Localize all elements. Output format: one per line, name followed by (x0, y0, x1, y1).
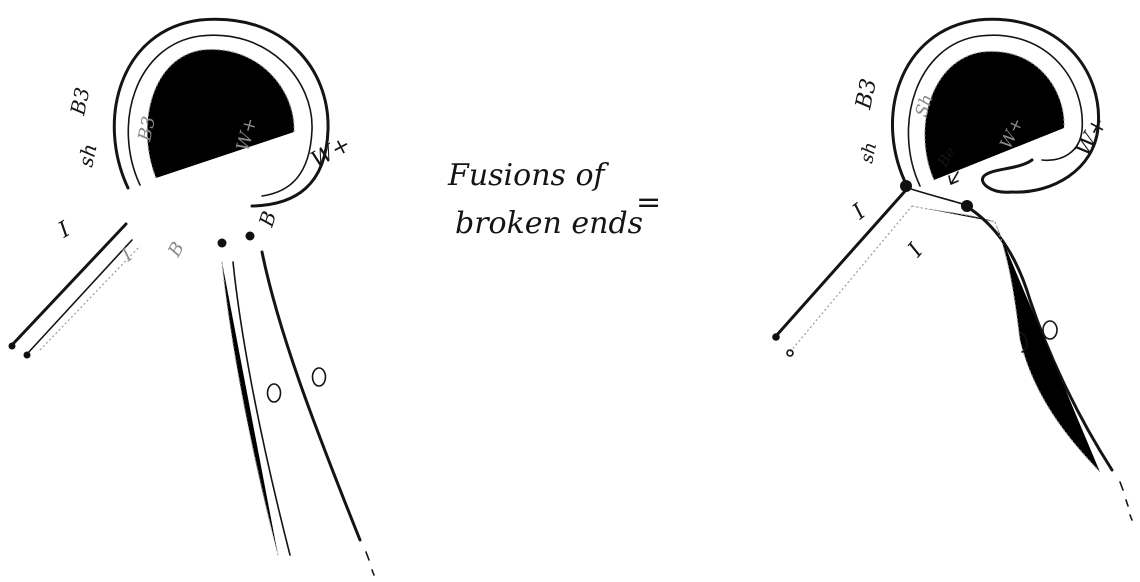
left-label-b3: B3 (65, 85, 94, 118)
caption-line-2: broken ends (455, 206, 643, 241)
right-be-arrow (948, 171, 959, 185)
left-label-sh: sh (73, 141, 101, 169)
left-centromere-2 (311, 367, 327, 387)
right-fusion-faint (911, 205, 996, 223)
right-label-b3: B3 (851, 77, 882, 113)
left-label-b: B (254, 208, 282, 230)
right-loop-outer (891, 17, 1101, 194)
right-loop-hook (981, 158, 1034, 194)
left-broken-end-dot-2 (245, 231, 255, 241)
left-label-wplus: W+ (307, 132, 355, 173)
right-loop-inner-faint (924, 50, 1065, 181)
right-arm-outer (774, 188, 908, 338)
left-inner-label-b3: B3 (134, 115, 160, 144)
left-inner-label-i: I (117, 244, 137, 266)
left-arm-end-dot-2 (23, 351, 31, 359)
left-loop-inner-faint (146, 48, 295, 179)
left-arm-faint (39, 245, 141, 351)
caption: Fusions of broken ends = (447, 158, 661, 241)
left-broken-end-dot-1 (217, 238, 227, 248)
left-loop-inner (127, 34, 313, 197)
left-figure: sh B3 W+ I B I B B3 W+ (8, 17, 375, 576)
right-fused-end-dot-1 (900, 180, 912, 192)
right-fusion-thread (907, 187, 967, 206)
right-label-wplus: W+ (1071, 113, 1112, 161)
left-centromere-1 (266, 383, 282, 403)
right-centromere-1 (1042, 320, 1058, 340)
right-stem-faint (994, 221, 1101, 473)
left-loop-outer (112, 17, 330, 208)
right-arm-end-dot-2 (786, 349, 794, 357)
left-inner-label-b-lower: B (164, 239, 189, 262)
right-stem-tail (1119, 481, 1133, 521)
right-label-i: I (848, 199, 872, 225)
right-loop-inner (907, 34, 1084, 187)
left-arm-outer (10, 222, 128, 347)
left-label-i: I (54, 217, 76, 244)
right-arm-faint (789, 205, 913, 353)
right-stem-thick (970, 208, 1114, 472)
right-label-sh: sh (856, 140, 881, 165)
left-arm-inner (26, 239, 133, 355)
right-centromere-2 (1019, 331, 1028, 353)
left-stem-tail (365, 551, 375, 576)
left-arm-end-dot-1 (8, 342, 16, 350)
right-arm-end-dot-1 (772, 333, 780, 341)
left-stem-thin (232, 261, 291, 556)
right-figure: B3 sh I W+ Sh W+ I Be (772, 17, 1133, 521)
right-inner-label-i: I (903, 238, 929, 262)
caption-equals: = (636, 185, 661, 220)
right-fused-end-dot-2 (961, 200, 973, 212)
left-stem-thick (260, 250, 362, 542)
left-stem-faint (221, 261, 279, 556)
caption-line-1: Fusions of (447, 158, 610, 193)
